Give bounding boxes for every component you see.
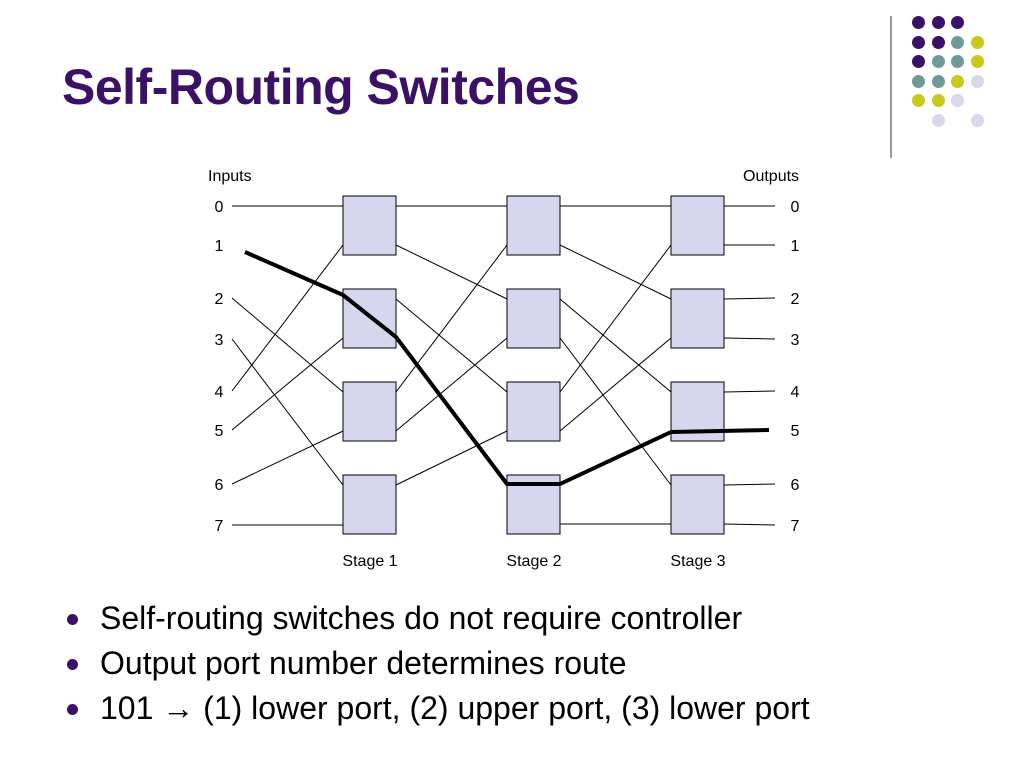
input-port-label: 1 — [215, 238, 224, 255]
stage-label: Stage 2 — [506, 553, 561, 570]
wire — [231, 337, 344, 431]
wire — [231, 297, 344, 393]
decorative-dot — [931, 35, 945, 49]
switch-box — [506, 381, 561, 442]
slide-title: Self-Routing Switches — [62, 59, 580, 115]
output-port-label: 4 — [791, 384, 800, 401]
wire — [559, 337, 672, 432]
wire — [395, 430, 508, 486]
switch-box — [342, 195, 397, 256]
highlighted-route — [244, 250, 770, 486]
bullet-dot — [67, 614, 78, 625]
bullet-text: Output port number determines route — [100, 645, 627, 681]
bullet-dot — [67, 659, 78, 670]
decorative-dot — [951, 94, 964, 107]
wire — [559, 337, 672, 486]
input-port-label: 7 — [215, 518, 224, 535]
switch-box — [506, 288, 561, 349]
routing-path — [244, 250, 770, 486]
bullet-text: Self-routing switches do not require con… — [100, 600, 743, 636]
wire — [559, 244, 672, 393]
bullet-item: Output port number determines route — [64, 641, 810, 686]
decorative-dot — [970, 74, 984, 88]
bullet-item: Self-routing switches do not require con… — [64, 596, 810, 641]
wire — [723, 297, 776, 300]
wire — [231, 244, 344, 392]
output-port-label: 1 — [791, 238, 800, 255]
decorative-dot — [912, 55, 925, 68]
switch-box — [670, 474, 725, 535]
switch-box — [506, 195, 561, 256]
wire — [395, 244, 508, 300]
wire — [723, 523, 776, 526]
output-port-label: 6 — [791, 477, 800, 494]
inputs-label: Inputs — [208, 168, 252, 185]
decorative-dot — [970, 55, 984, 68]
wire — [559, 244, 672, 300]
switch-box — [342, 288, 397, 349]
wire — [395, 337, 508, 432]
wire — [723, 483, 776, 486]
output-port-label: 5 — [791, 423, 800, 440]
wire — [231, 338, 344, 486]
switch-box — [670, 288, 725, 349]
stage-label: Stage 3 — [670, 553, 725, 570]
decorative-dot — [931, 113, 945, 127]
wire — [723, 337, 776, 340]
decorative-dot — [931, 16, 945, 29]
wire — [559, 298, 672, 393]
switch-box — [342, 474, 397, 535]
decorative-dot — [970, 113, 984, 127]
decorative-dot — [970, 35, 984, 49]
outputs-label: Outputs — [743, 168, 799, 185]
decorative-dot — [912, 74, 925, 88]
decorative-dot — [931, 74, 945, 88]
wire — [395, 298, 508, 393]
input-port-label: 6 — [215, 477, 224, 494]
decorative-dot — [931, 94, 945, 107]
title-divider — [890, 16, 892, 158]
switch-box — [670, 195, 725, 256]
bullet-text: 101 → (1) lower port, (2) upper port, (3… — [100, 690, 810, 726]
input-port-label: 5 — [215, 423, 224, 440]
bullet-dot — [67, 704, 78, 715]
input-port-label: 4 — [215, 384, 224, 401]
decorative-dot — [912, 35, 925, 49]
decorative-dot — [912, 94, 925, 107]
decorative-dot — [951, 35, 964, 49]
wire — [231, 430, 344, 485]
wire — [723, 390, 776, 393]
input-port-label: 2 — [215, 291, 224, 308]
decorative-dot — [951, 55, 964, 68]
output-port-label: 7 — [791, 518, 800, 535]
input-port-label: 0 — [215, 199, 224, 216]
stage-label: Stage 1 — [342, 553, 397, 570]
decorative-dot — [951, 74, 964, 88]
decorative-dot — [912, 16, 925, 29]
input-port-label: 3 — [215, 332, 224, 349]
bullet-list: Self-routing switches do not require con… — [64, 596, 810, 731]
output-port-label: 0 — [791, 199, 800, 216]
output-port-label: 2 — [791, 291, 800, 308]
decorative-dot — [951, 16, 964, 29]
bullet-item: 101 → (1) lower port, (2) upper port, (3… — [64, 686, 810, 731]
switch-boxes — [342, 195, 725, 535]
switch-box — [342, 381, 397, 442]
wire — [395, 244, 508, 393]
decorative-dot — [931, 55, 945, 68]
output-port-label: 3 — [791, 332, 800, 349]
